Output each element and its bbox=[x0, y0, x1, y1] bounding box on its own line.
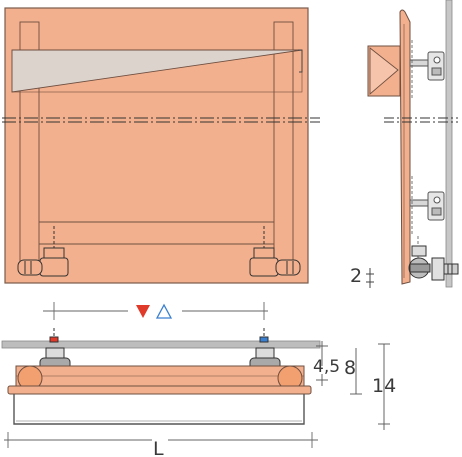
dim-valve-depth-label: 4,5 bbox=[313, 357, 340, 377]
front-panel bbox=[4, 7, 309, 284]
side-lower-bracket bbox=[409, 191, 445, 221]
front-left-valve bbox=[17, 226, 69, 277]
side-upper-bracket bbox=[409, 51, 445, 81]
front-view bbox=[2, 7, 320, 284]
top-towel-rail bbox=[13, 394, 305, 425]
top-wall bbox=[1, 340, 321, 349]
side-panel bbox=[399, 9, 411, 285]
dim-total-depth-label: 14 bbox=[372, 375, 396, 397]
top-view: L 4,5 8 14 bbox=[1, 328, 396, 457]
pipe-spacing-dimension bbox=[43, 300, 268, 320]
front-center-line bbox=[2, 117, 320, 123]
dim-width-label: L bbox=[153, 438, 164, 457]
side-valve bbox=[408, 245, 459, 281]
dim-wall-gap-marker bbox=[366, 268, 374, 288]
dim-wall-gap-label: 2 bbox=[350, 265, 362, 287]
blue-up-triangle-icon bbox=[155, 303, 173, 319]
depth-dimensions bbox=[316, 341, 390, 430]
top-towel-shelf bbox=[7, 385, 312, 395]
front-right-valve bbox=[249, 226, 301, 277]
dim-panel-depth-label: 8 bbox=[344, 357, 356, 379]
side-view: 2 bbox=[350, 0, 459, 288]
side-center-line bbox=[384, 117, 458, 123]
side-wall bbox=[445, 0, 453, 288]
red-down-triangle-icon bbox=[136, 305, 150, 318]
